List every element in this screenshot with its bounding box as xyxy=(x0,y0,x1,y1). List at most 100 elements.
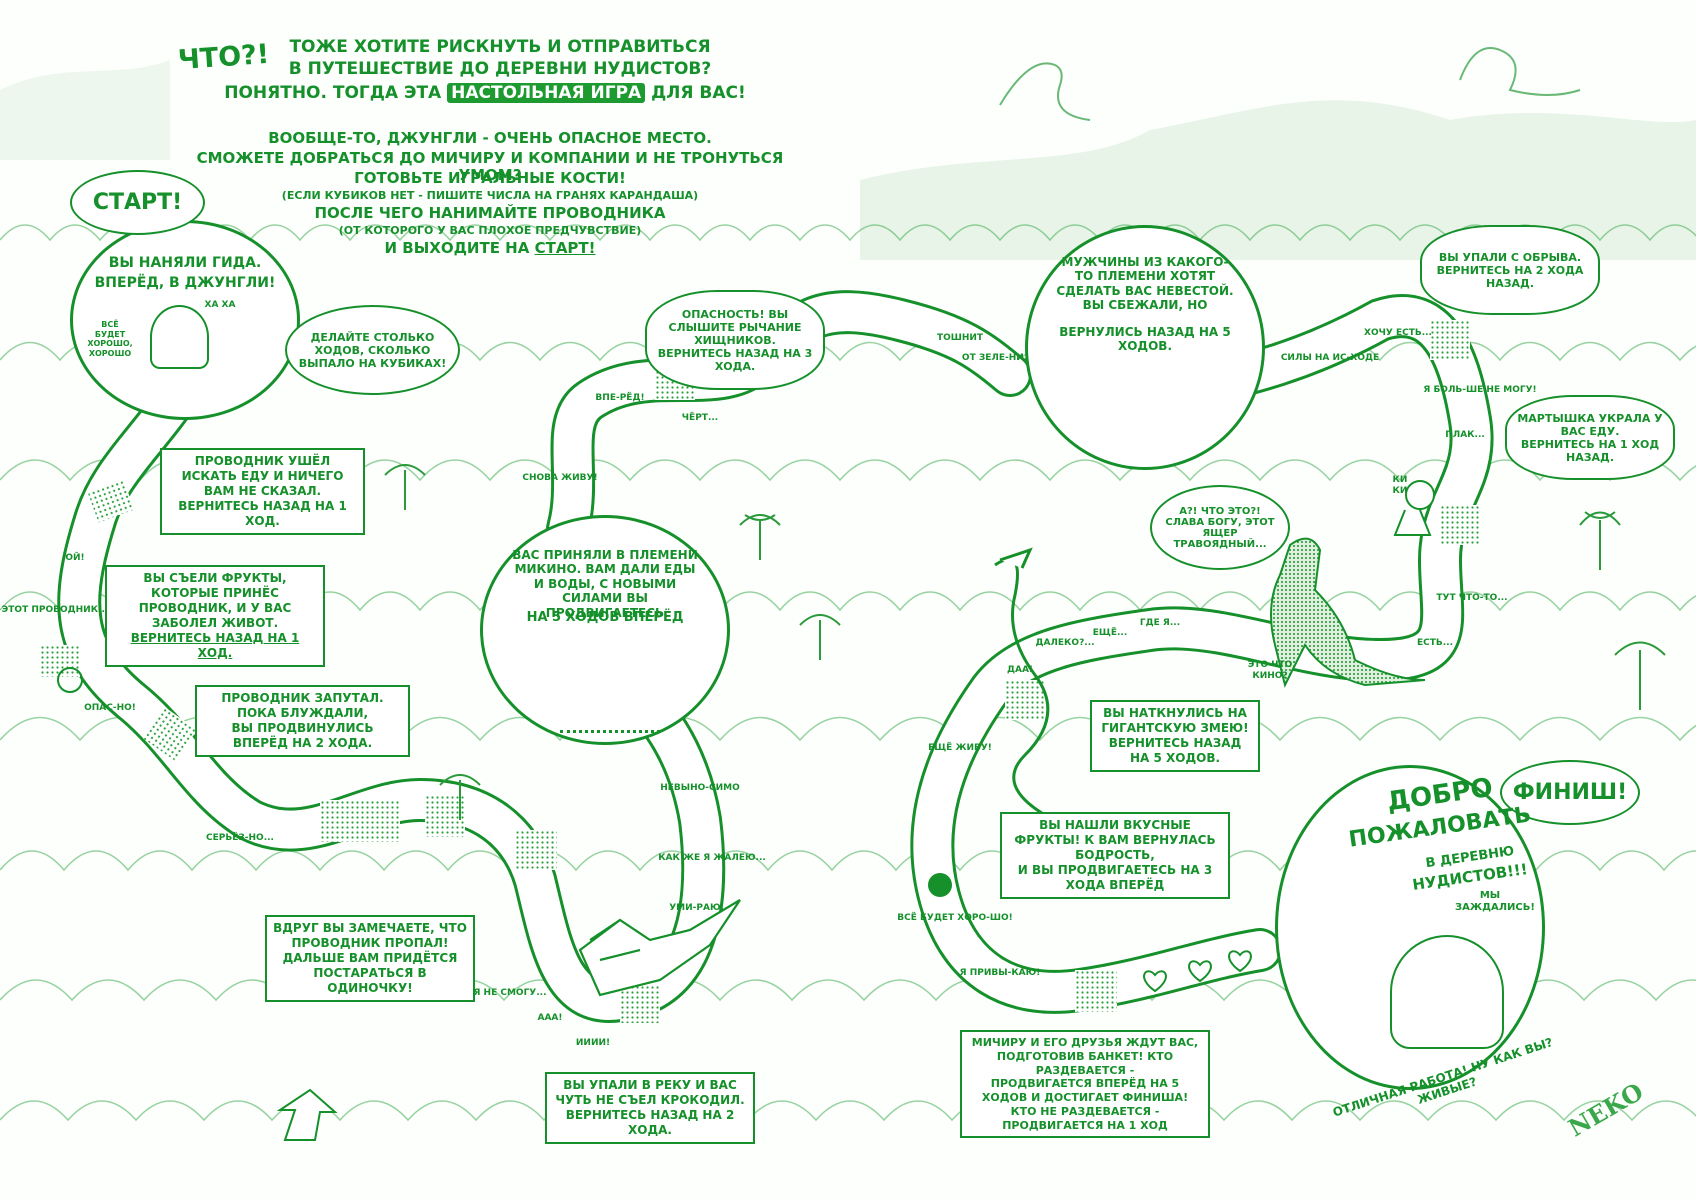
box-guide-food-penalty: Вернитесь назад на 1 ход. xyxy=(178,499,347,528)
square-unbearable: Невыно-симо xyxy=(660,783,740,793)
box-tasty-fruit-bonus: и вы продвигаетесь на 3 хода вперёд xyxy=(1017,863,1213,892)
box-banquet-text: Мичиру и его друзья ждут вас, подготовив… xyxy=(971,1036,1199,1077)
square-die: Уми-раю... xyxy=(669,903,731,913)
box-guide-food-text: Проводник ушёл искать еду и ничего вам н… xyxy=(181,454,344,498)
monkey-bubble-text: Мартышка украла у вас еду. xyxy=(1517,411,1663,438)
heart-icon xyxy=(1143,970,1167,993)
snake-icon xyxy=(994,547,1050,817)
heart-icon xyxy=(1188,960,1212,983)
box-snake: Вы наткнулись на гигантскую змею! Вернит… xyxy=(1090,700,1260,772)
intro-line2: Сможете добраться до Мичиру и компании и… xyxy=(196,149,784,185)
square-serious: Серьёз-но... xyxy=(206,832,274,843)
finish-label: ФИНИШ! xyxy=(1500,760,1640,825)
dino-bubble: А?! Что это?! Слава богу, этот ящер трав… xyxy=(1150,485,1290,570)
header-line3-a: Понятно. Тогда эта xyxy=(224,83,442,103)
tribe-text: Вас приняли в племени Микино. Вам дали е… xyxy=(512,548,698,620)
box-fruit-text: Вы съели фрукты, которые принёс проводни… xyxy=(138,571,292,630)
box-fruit: Вы съели фрукты, которые принёс проводни… xyxy=(105,565,325,667)
square-where: Где я... xyxy=(1140,618,1180,628)
crocodile-icon xyxy=(578,899,741,997)
intro-line5: После чего нанимайте проводника xyxy=(314,204,666,222)
square-cry: Плак... xyxy=(1445,430,1485,440)
start-text-2: Вперёд, в джунгли! xyxy=(94,275,276,291)
intro-line6: (от которого у вас плохое предчувствие) xyxy=(338,224,642,237)
square-sick: Тошнит xyxy=(937,333,984,343)
monkey-sound: ки ки xyxy=(1392,475,1408,496)
tribe-men-circle xyxy=(1025,225,1265,470)
fruit-icon xyxy=(57,667,83,693)
tribe-people-icon xyxy=(560,640,660,733)
square-danger: Опас-но! xyxy=(84,703,136,713)
monkey-bubble-penalty: Вернитесь на 1 ход назад. xyxy=(1520,437,1660,464)
header-line3-c: для вас! xyxy=(651,83,746,103)
intro-line4: (если кубиков нет - пишите числа на гран… xyxy=(281,189,699,202)
guide-avatar xyxy=(150,305,209,369)
box-banquet-text-2: Кто не раздевается - xyxy=(1010,1104,1160,1118)
square-still-alive: Ещё живу! xyxy=(928,742,992,753)
box-guide-food: Проводник ушёл искать еду и ничего вам н… xyxy=(160,448,365,535)
box-tasty-fruit: Вы нашли вкусные фрукты! К вам вернулась… xyxy=(1000,812,1230,899)
square-iiii: Ииии! xyxy=(576,1038,610,1048)
box-tasty-fruit-text: Вы нашли вкусные фрукты! К вам вернулась… xyxy=(1014,818,1216,862)
box-snake-text: Вы наткнулись на гигантскую змею! xyxy=(1101,706,1249,735)
box-fruit-penalty: Вернитесь назад на 1 ход. xyxy=(130,631,300,660)
arrow-icon xyxy=(276,1088,338,1141)
danger-bubble-penalty: Вернитесь назад на 3 хода. xyxy=(657,346,813,373)
square-cant-more: Я боль-ше не могу! xyxy=(1423,385,1536,395)
square-hungry: Хочу есть... xyxy=(1364,328,1432,338)
cliff-bubble-penalty: Вернитесь на 2 хода назад. xyxy=(1436,263,1584,290)
square-yes: Даа! xyxy=(1007,665,1033,675)
start-label: СТАРТ! xyxy=(70,170,205,235)
cliff-bubble: Вы упали с обрыва. Вернитесь на 2 хода н… xyxy=(1420,225,1600,315)
intro-line7: и выходите на старт! xyxy=(210,239,770,257)
finish-people-icon xyxy=(1390,935,1504,1049)
danger-bubble: Опасность! Вы слышите рычание хищников. … xyxy=(645,290,825,390)
square-more: Ещё... xyxy=(1093,627,1127,638)
danger-bubble-text: Опасность! Вы слышите рычание хищников. xyxy=(668,307,802,347)
box-guide-vanished-text: Вдруг вы замечаете, что проводник пропал… xyxy=(273,921,467,995)
intro-line3: Готовьте игральные кости! xyxy=(354,169,626,187)
box-crocodile: Вы упали в реку и вас чуть не съел кроко… xyxy=(545,1072,755,1144)
square-labels: Ой! Этот проводник... Опас-но! Серьёз-но… xyxy=(2,328,1537,1048)
header-line3-highlight: настольная игра xyxy=(447,83,646,103)
heart-icons xyxy=(1143,950,1252,993)
box-lost-bonus: вы продвинулись вперёд на 2 хода. xyxy=(231,721,374,750)
fruit-icon xyxy=(928,873,952,897)
box-lost: Проводник запутал. Пока блуждали, вы про… xyxy=(195,685,410,757)
square-damn: Чёрт... xyxy=(682,412,718,423)
square-eat: Есть... xyxy=(1417,638,1453,648)
intro-line7-a: и выходите на xyxy=(384,239,530,257)
monkey-icon xyxy=(1393,480,1435,536)
box-crocodile-penalty: Вернитесь назад на 2 хода. xyxy=(565,1108,735,1137)
box-banquet: Мичиру и его друзья ждут вас, подготовив… xyxy=(960,1030,1210,1139)
square-forward: Впе-рёд! xyxy=(595,392,644,403)
palm-tree-icons xyxy=(384,464,1666,820)
square-far: Далеко?... xyxy=(1035,638,1094,648)
cliff-bubble-text: Вы упали с обрыва. xyxy=(1438,250,1582,264)
square-pity: Как же я жалею... xyxy=(658,853,766,863)
finish-waited: Мы заждались! xyxy=(1455,890,1535,913)
intro-line7-start: старт! xyxy=(534,239,596,257)
tribe-men-penalty: вернулись назад на 5 ходов. xyxy=(1059,325,1231,354)
header-line1: Тоже хотите рискнуть и отправиться xyxy=(289,37,711,57)
monkey-bubble: Мартышка украла у вас еду. Вернитесь на … xyxy=(1505,395,1675,480)
box-snake-penalty: Вернитесь назад на 5 ходов. xyxy=(1108,736,1242,765)
start-text-1: Вы наняли гида. xyxy=(108,255,262,271)
square-cant: Я не смогу... xyxy=(473,988,546,998)
square-alive: Снова живу! xyxy=(522,473,597,483)
square-this-guide: Этот проводник... xyxy=(2,605,109,615)
square-oi: Ой! xyxy=(65,551,84,563)
square-greens: От зеле-ни... xyxy=(962,353,1034,363)
square-fine: Всё будет хоро-шо! xyxy=(897,912,1012,923)
header-line3: Понятно. Тогда эта настольная игра для в… xyxy=(205,83,765,104)
tribe-bonus: на 5 ходов вперёд xyxy=(526,610,684,625)
header-line2: в путешествие до деревни нудистов? xyxy=(288,59,712,79)
dice-bubble: Делайте столько ходов, сколько выпало на… xyxy=(285,305,460,395)
intro-line1: Вообще-то, джунгли - очень опасное место… xyxy=(268,129,712,147)
box-banquet-bonus: продвигается вперёд на 5 ходов и достига… xyxy=(981,1077,1189,1104)
box-crocodile-text: Вы упали в реку и вас чуть не съел кроко… xyxy=(555,1078,745,1107)
guide-laugh: ха ха xyxy=(204,300,236,310)
header-what: ЧТО?! xyxy=(177,38,271,77)
square-something: Тут что-то... xyxy=(1436,593,1507,603)
